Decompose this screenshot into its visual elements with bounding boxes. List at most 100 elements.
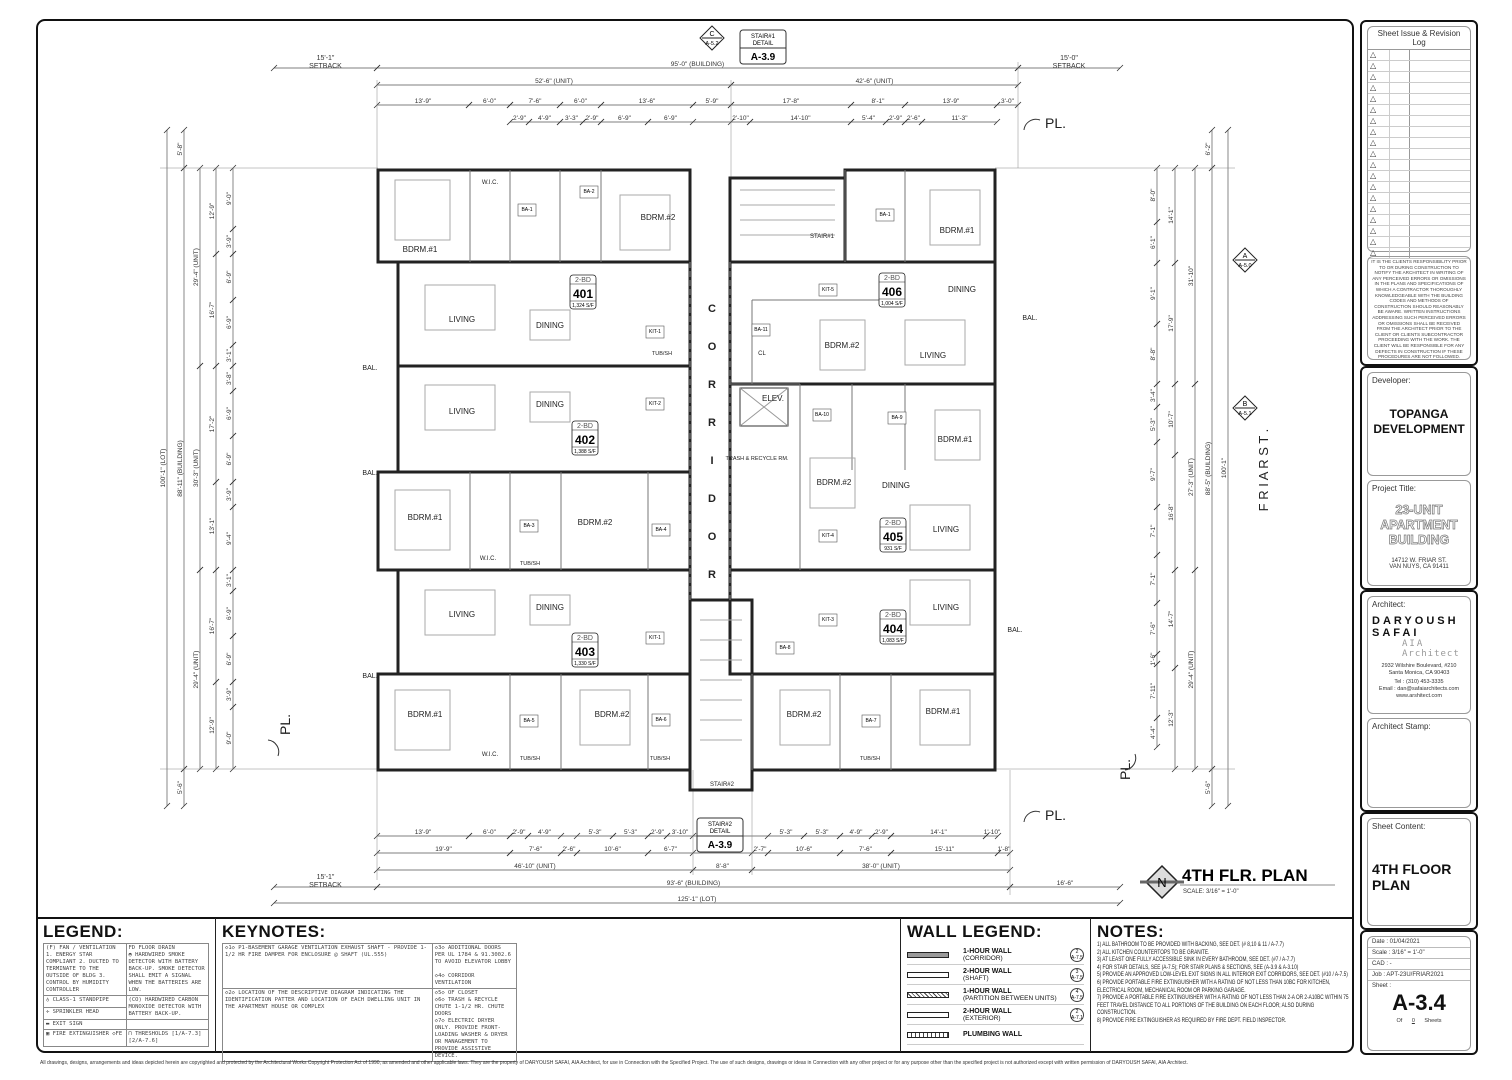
legend-item: ▣ FIRE EXTINGUISHER ◇FE <box>43 1029 127 1047</box>
dimension-column: 29'-4" (UNIT)30'-3" (UNIT)29'-4" (UNIT) <box>193 164 204 773</box>
svg-text:STAIR#2: STAIR#2 <box>708 822 733 828</box>
dimension-label: 11'-3" <box>951 115 968 122</box>
dimension-label: 9'-0" <box>226 731 233 745</box>
legend-item: ♁ CLASS-1 STANDPIPE <box>43 995 127 1008</box>
room-label: LIVING <box>449 610 475 619</box>
wall-swatch <box>907 1031 949 1038</box>
balcony-label: BAL. <box>362 470 377 477</box>
room-label: TUB/SH <box>860 756 880 762</box>
fixture-tag: BA-11 <box>751 323 771 337</box>
exit-sign-icon: ▬ <box>46 1021 50 1027</box>
svg-text:BA-10: BA-10 <box>815 412 829 418</box>
dimension-label: 6'-9" <box>226 406 233 420</box>
sheet-count: 0 <box>1411 1018 1415 1024</box>
dimension-label: 6'-7" <box>664 846 678 853</box>
dimension-label: 2'-7" <box>754 846 768 853</box>
fixture-tag: KIT-1 <box>645 325 665 339</box>
room-label: BDRM.#1 <box>403 245 438 254</box>
stair-label: STAIR#2 <box>710 782 735 788</box>
revision-triangle-icon: △ <box>1368 50 1390 60</box>
dimension-label: 3'-9" <box>226 687 233 701</box>
note-item: 6) PROVIDE PORTABLE FIRE EXTINGUISHER WI… <box>1097 978 1331 994</box>
sheet-number: A-3.4 <box>1392 990 1446 1015</box>
legend-item: ✛ SPRINKLER HEAD <box>43 1007 127 1020</box>
sheet-content-box: Sheet Content: 4TH FLOOR PLAN <box>1367 818 1471 926</box>
dimension-label: 13'-6" <box>639 98 656 105</box>
dimension-label: 15'-1"SETBACK <box>309 55 342 70</box>
note-item: 7) PROVIDE A PORTABLE FIRE EXTINGUISHER … <box>1097 994 1349 1017</box>
dimension-label: 125'-1" (LOT) <box>678 896 717 903</box>
room-label: BDRM.#2 <box>641 213 676 222</box>
revision-triangle-icon: △ <box>1368 138 1390 148</box>
bed-icon <box>394 179 451 241</box>
room-labels: BDRM.#1 BDRM.#2 LIVING DINING LIVING DIN… <box>362 180 1037 788</box>
dimension-label: 29'-4" (UNIT) <box>193 248 200 286</box>
fixture-tag: KIT-5 <box>818 283 838 297</box>
keynotes-title: KEYNOTES: <box>222 922 326 941</box>
dimension-label: 10'-6" <box>796 846 813 853</box>
dimension-row: 46'-10" (UNIT)8'-8"38'-0" (UNIT) <box>373 863 1014 874</box>
bed-icon <box>929 189 981 246</box>
fixture-tag: BA-1 <box>875 208 895 222</box>
dimension-label: 30'-3" (UNIT) <box>193 449 200 487</box>
fixture-tag: BA-6 <box>651 713 671 727</box>
bed-icon <box>579 689 631 746</box>
dimension-label: 10'-7" <box>1168 411 1175 428</box>
revision-row: △ <box>1368 226 1470 237</box>
dimension-label: 7'-6" <box>529 98 543 105</box>
plan-scale: SCALE: 3/16" = 1'-0" <box>1183 889 1239 895</box>
room-label: BDRM.#1 <box>408 710 443 719</box>
dimension-label: 5'-6" <box>1205 780 1212 794</box>
svg-text:A: A <box>1243 253 1248 260</box>
svg-text:A-5.0: A-5.0 <box>1238 263 1251 269</box>
svg-text:BA-9: BA-9 <box>891 415 902 421</box>
svg-text:BA-3: BA-3 <box>523 523 534 529</box>
project-box: Project Title: 23-UNIT APARTMENT BUILDIN… <box>1367 480 1471 586</box>
dining-table-icon <box>529 594 571 626</box>
dimension-column: 100'-1" <box>1221 126 1232 810</box>
svg-text:2-BD: 2-BD <box>577 635 593 642</box>
svg-text:KIT-1: KIT-1 <box>649 329 661 335</box>
revision-triangle-icon: △ <box>1368 72 1390 82</box>
dimension-label: 6'-9" <box>664 115 678 122</box>
revision-row: △ <box>1368 248 1470 259</box>
keynote-item: ◇5◇ OF CLOSET◇6◇ TRASH & RECYCLE CHUTE 1… <box>431 988 517 1062</box>
revision-triangle-icon: △ <box>1368 61 1390 71</box>
svg-text:406: 406 <box>882 285 902 299</box>
dimension-label: 2'-9" <box>586 115 600 122</box>
elevator-label: ELEV. <box>762 394 784 403</box>
interior-partitions <box>469 170 906 770</box>
dimension-column: 100'-1" (LOT) <box>160 126 171 810</box>
revision-triangle-icon: △ <box>1368 215 1390 225</box>
svg-text:1,330 S/F: 1,330 S/F <box>574 661 596 667</box>
svg-text:DETAIL: DETAIL <box>753 41 774 47</box>
dimension-label: 4'-9" <box>538 829 552 836</box>
sheet-content: 4TH FLOOR PLAN <box>1372 861 1452 893</box>
dimension-label: 100'-1" <box>1221 457 1228 478</box>
threshold-icon: ⊓ <box>128 1031 132 1037</box>
fixture-tag: BA-8 <box>775 641 795 655</box>
room-label: BDRM.#1 <box>940 226 975 235</box>
wall-swatch <box>907 1011 949 1018</box>
stair-2 <box>688 598 754 792</box>
fixture-tag: BA-3 <box>519 519 539 533</box>
fixture-tag: KIT-3 <box>818 613 838 627</box>
revision-row: △ <box>1368 116 1470 127</box>
revision-row: △ <box>1368 149 1470 160</box>
note-item: 3) AT LEAST ONE FULLY ACCESSIBLE SINK IN… <box>1097 956 1295 964</box>
dimension-label: 2'-10" <box>732 115 749 122</box>
dimension-label: 3'-4" <box>1150 388 1157 402</box>
legend-item: (CO) HARDWIRED CARBON MONOXIDE DETECTOR … <box>125 995 209 1020</box>
balcony-label: BAL. <box>1022 315 1037 322</box>
svg-text:1,004 S/F: 1,004 S/F <box>881 301 903 307</box>
dimension-label: 95'-0" (BUILDING) <box>671 61 724 68</box>
revision-row: △ <box>1368 72 1470 83</box>
